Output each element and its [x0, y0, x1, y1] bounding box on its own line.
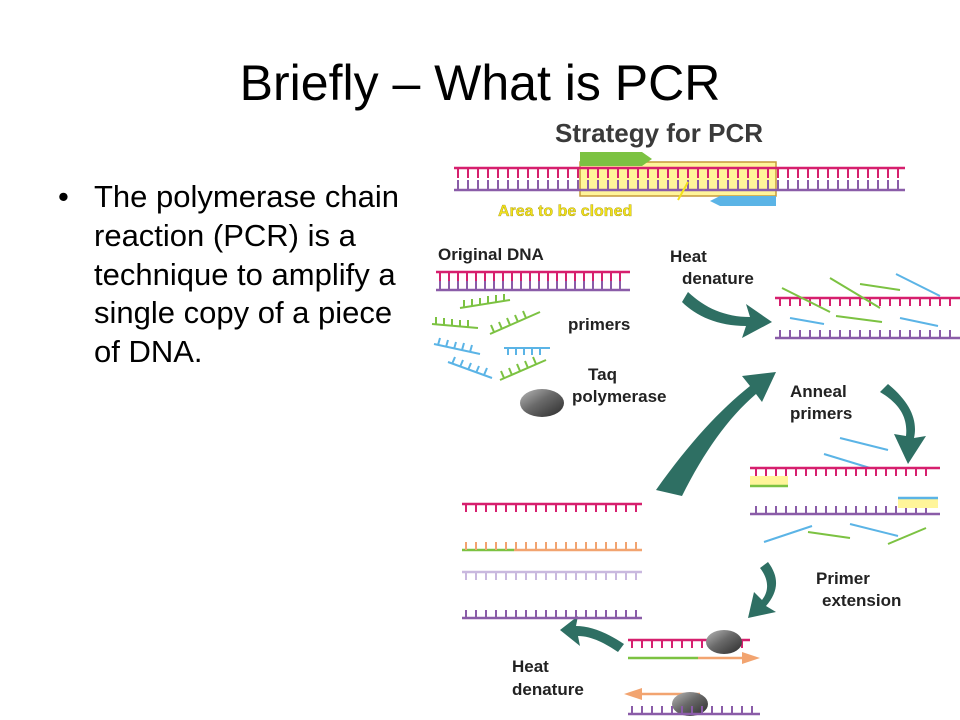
label-anneal: Anneal — [790, 382, 847, 401]
label-area-to-be-cloned: Area to be cloned — [498, 203, 632, 220]
label-taq: Taq — [588, 365, 617, 384]
taq-polymerase-icon — [520, 389, 564, 417]
bullet-point: • The polymerase chain reaction (PCR) is… — [58, 178, 408, 372]
figure-heading: Strategy for PCR — [555, 118, 763, 148]
label-original-dna: Original DNA — [438, 245, 544, 264]
label-heat-1: Heat — [670, 247, 707, 266]
template-strand-top — [454, 166, 905, 178]
bullet-text: The polymerase chain reaction (PCR) is a… — [94, 179, 399, 369]
arrow-heat-denature-icon — [682, 292, 772, 338]
label-heat-2: Heat — [512, 657, 549, 676]
pcr-diagram: Strategy for PCR Area to be cloned Origi… — [431, 118, 960, 716]
annealing-primers — [823, 437, 889, 469]
label-denature-2: denature — [512, 680, 584, 699]
annealed-strands — [750, 466, 940, 545]
label-extension: extension — [822, 591, 901, 610]
denatured-strands — [775, 273, 960, 340]
bullet-dot: • — [58, 179, 69, 214]
arrow-extension-icon — [748, 562, 777, 618]
reverse-primer-arrow — [710, 196, 776, 206]
forward-primer-arrow — [580, 152, 652, 166]
arrow-anneal-icon — [880, 384, 926, 464]
slide-title: Briefly – What is PCR — [239, 55, 721, 111]
free-primers — [431, 294, 550, 381]
label-anneal-primers: primers — [790, 404, 852, 423]
extension-strands — [624, 630, 760, 716]
original-dna-strands — [436, 270, 630, 292]
arrow-heat-denature-2-icon — [560, 616, 624, 652]
taq-polymerase-icon-2 — [706, 630, 742, 654]
arrow-cycle-icon — [656, 372, 776, 496]
template-strand-bottom — [454, 180, 905, 192]
label-primer: Primer — [816, 569, 870, 588]
pcr-strategy-figure: Strategy for PCR Area to be cloned Origi… — [420, 112, 960, 720]
product-strands — [462, 502, 642, 620]
label-polymerase: polymerase — [572, 387, 667, 406]
label-primers: primers — [568, 315, 630, 334]
label-denature-1: denature — [682, 269, 754, 288]
